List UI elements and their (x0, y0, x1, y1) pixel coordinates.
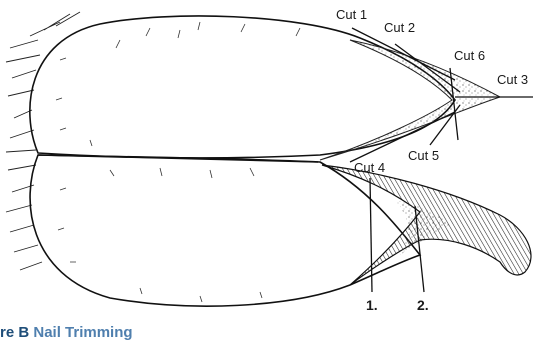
figure-caption: re B Nail Trimming (0, 322, 133, 344)
cut-5-label: Cut 5 (408, 148, 439, 163)
pad-hair-marks (56, 22, 300, 302)
cut-3-label: Cut 3 (497, 72, 528, 87)
cut-6-label: Cut 6 (454, 48, 485, 63)
cut-4-line (350, 112, 455, 162)
caption-prefix: re B (0, 324, 29, 341)
callout-2-label: 2. (417, 297, 429, 313)
callout-1-label: 1. (366, 297, 378, 313)
cut-1-line (352, 28, 455, 80)
cut-1-label: Cut 1 (336, 7, 367, 22)
caption-title: Nail Trimming (33, 324, 132, 341)
cut-4-label: Cut 4 (354, 160, 385, 175)
cut-2-label: Cut 2 (384, 20, 415, 35)
fur-tufts (6, 12, 80, 270)
